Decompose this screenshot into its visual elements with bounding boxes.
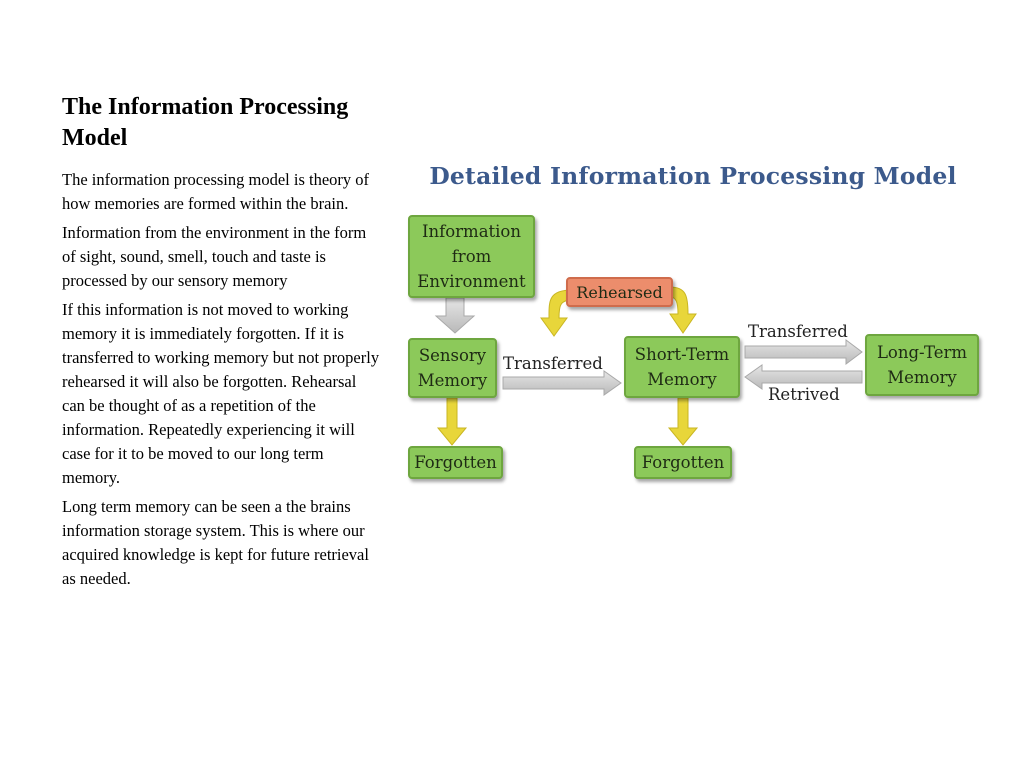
node-long-term-memory: Long-Term Memory [865, 334, 979, 396]
arrow-short-to-long [744, 339, 863, 365]
arrow-environment-to-sensory [434, 297, 476, 334]
node-label: Rehearsed [576, 282, 663, 302]
arrow-sensory-to-forgotten [436, 397, 468, 446]
arrow-rehearsal-loop-right [669, 286, 697, 334]
label-long-to-short-retrieved: Retrived [768, 385, 840, 404]
node-label: Short-Term Memory [634, 345, 730, 389]
paragraph: Long term memory can be seen a the brain… [62, 497, 369, 588]
arrow-short-to-forgotten [667, 397, 699, 446]
node-short-term-memory: Short-Term Memory [624, 336, 740, 398]
node-label: Long-Term Memory [876, 343, 968, 387]
paragraph: Information from the environment in the … [62, 223, 367, 290]
node-label: Forgotten [641, 453, 725, 472]
node-forgotten-short-term: Forgotten [634, 446, 732, 479]
node-information-from-environment: Information from Environment [408, 215, 535, 298]
paragraph: The information processing model is theo… [62, 170, 370, 213]
node-sensory-memory: Sensory Memory [408, 338, 497, 398]
diagram-title: Detailed Information Processing Model [429, 162, 957, 190]
label-sensory-to-short-transferred: Transferred [503, 354, 603, 373]
label-short-to-long-transferred: Transferred [748, 322, 848, 341]
node-forgotten-sensory: Forgotten [408, 446, 503, 479]
paragraph: If this information is not moved to work… [62, 300, 380, 487]
node-rehearsed: Rehearsed [566, 277, 673, 307]
node-label: Sensory Memory [417, 346, 488, 390]
arrow-rehearsal-loop-left [540, 289, 573, 337]
slide-title: The Information Processing Model [62, 94, 349, 151]
slide-body: The information processing model is theo… [62, 168, 380, 596]
arrow-sensory-to-short [502, 370, 622, 396]
arrow-long-to-short [744, 364, 863, 390]
node-label: Information from Environment [417, 222, 526, 291]
node-label: Forgotten [414, 453, 497, 472]
